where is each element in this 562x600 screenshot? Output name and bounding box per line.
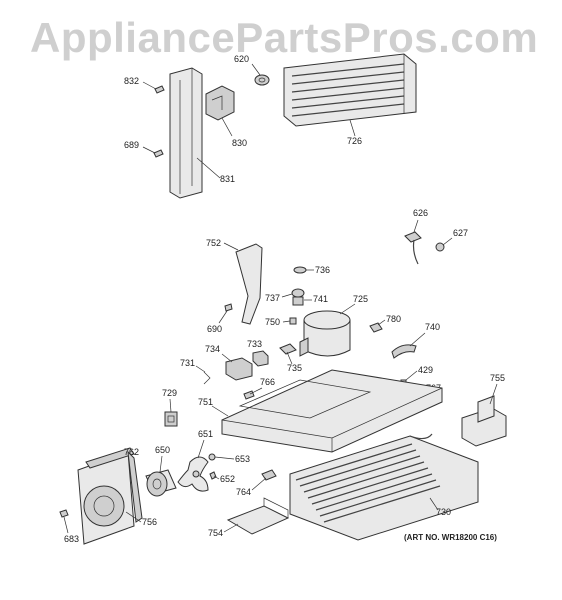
part-780-cap[interactable] (369, 322, 383, 333)
part-754-drain-pan[interactable] (226, 497, 290, 535)
label-683: 683 (64, 534, 79, 544)
part-752-bracket[interactable] (235, 243, 263, 325)
part-627-clip[interactable] (435, 242, 445, 252)
part-832-screw[interactable] (154, 85, 165, 94)
part-734-relay[interactable] (225, 357, 253, 381)
label-832: 832 (124, 76, 139, 86)
label-690: 690 (207, 324, 222, 334)
label-750: 750 (265, 317, 280, 327)
part-653-nut[interactable] (208, 453, 216, 461)
label-737: 737 (265, 293, 280, 303)
label-726: 726 (347, 136, 362, 146)
part-725-compressor[interactable] (299, 310, 351, 357)
part-830-bracket[interactable] (205, 85, 235, 121)
part-737-grommet[interactable] (291, 288, 305, 298)
part-650-fan-motor[interactable] (145, 469, 177, 497)
label-729: 729 (162, 388, 177, 398)
label-831: 831 (220, 174, 235, 184)
part-652-clip[interactable] (209, 471, 217, 480)
part-740-harness[interactable] (391, 344, 417, 359)
label-755: 755 (490, 373, 505, 383)
label-740: 740 (425, 322, 440, 332)
label-736: 736 (315, 265, 330, 275)
label-756: 756 (142, 517, 157, 527)
label-653: 653 (235, 454, 250, 464)
part-736-washer[interactable] (293, 266, 307, 274)
part-729-switch[interactable] (164, 411, 178, 427)
label-752: 752 (206, 238, 221, 248)
part-755-bracket[interactable] (461, 395, 507, 447)
label-689: 689 (124, 140, 139, 150)
part-733-overload[interactable] (252, 350, 269, 367)
label-830: 830 (232, 138, 247, 148)
part-750-screw[interactable] (289, 317, 297, 325)
part-626-defrost-sensor[interactable] (404, 231, 422, 265)
label-733: 733 (247, 339, 262, 349)
label-626: 626 (413, 208, 428, 218)
label-651: 651 (198, 429, 213, 439)
part-756-fan-shroud[interactable] (77, 451, 135, 545)
part-726-evaporator[interactable] (283, 53, 417, 127)
art-number: (ART NO. WR18200 C16) (404, 533, 497, 542)
label-734: 734 (205, 344, 220, 354)
part-741-sleeve[interactable] (292, 296, 304, 306)
part-620-grommet[interactable] (254, 74, 270, 86)
part-766-clip[interactable] (243, 390, 255, 400)
label-620: 620 (234, 54, 249, 64)
label-730: 730 (436, 507, 451, 517)
label-650: 650 (155, 445, 170, 455)
part-764-clip[interactable] (261, 469, 277, 481)
part-731-clip[interactable] (203, 371, 211, 385)
label-764: 764 (236, 487, 251, 497)
part-831-channel[interactable] (169, 67, 203, 199)
part-751-base-pan[interactable] (221, 369, 443, 453)
part-683-screw[interactable] (59, 509, 69, 518)
label-762: 762 (124, 447, 139, 457)
part-651-fan-blade[interactable] (177, 456, 209, 492)
part-735-cover[interactable] (279, 343, 297, 355)
label-627: 627 (453, 228, 468, 238)
label-429: 429 (418, 365, 433, 375)
part-690-screw[interactable] (224, 303, 233, 312)
label-731: 731 (180, 358, 195, 368)
label-741: 741 (313, 294, 328, 304)
part-762-gasket[interactable] (85, 447, 143, 523)
label-735: 735 (287, 363, 302, 373)
part-689-screw[interactable] (153, 149, 164, 158)
label-780: 780 (386, 314, 401, 324)
label-725: 725 (353, 294, 368, 304)
label-754: 754 (208, 528, 223, 538)
label-751: 751 (198, 397, 213, 407)
label-766: 766 (260, 377, 275, 387)
label-652: 652 (220, 474, 235, 484)
watermark-text: AppliancePartsPros.com (30, 14, 538, 61)
part-730-condenser[interactable] (289, 433, 479, 541)
